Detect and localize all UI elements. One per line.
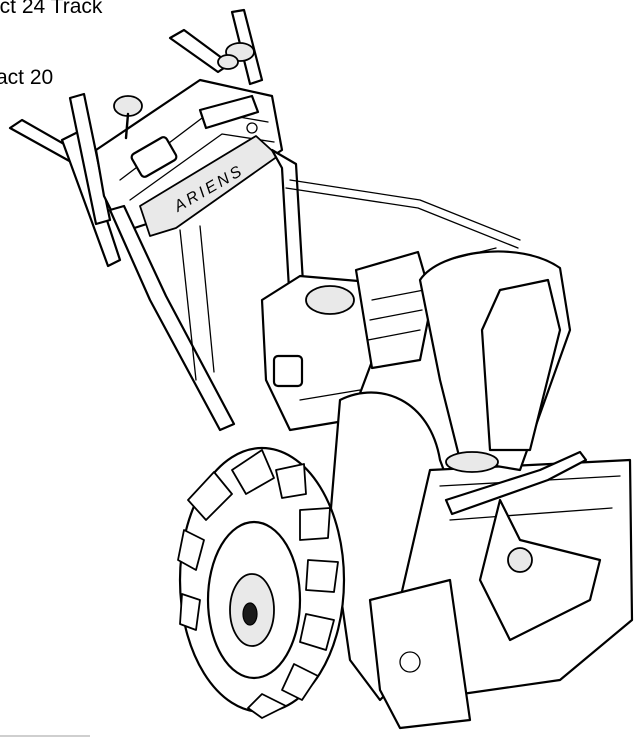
discharge-chute bbox=[418, 247, 572, 473]
wheel bbox=[177, 446, 346, 719]
engine bbox=[260, 250, 434, 432]
handlebar-left bbox=[8, 92, 122, 268]
key-icon bbox=[246, 122, 258, 134]
recoil-starter-icon bbox=[272, 354, 304, 388]
model-label-20: act 20 bbox=[0, 66, 54, 89]
frame bbox=[108, 148, 521, 432]
model-label-track: act 24 Track bbox=[0, 0, 103, 18]
fuel-cap-icon bbox=[305, 285, 355, 315]
auger-housing bbox=[328, 391, 634, 730]
display-screen bbox=[130, 136, 178, 178]
handlebar-right bbox=[168, 8, 264, 86]
control-panel: ARIENS bbox=[94, 54, 284, 237]
divider-line bbox=[0, 735, 90, 737]
